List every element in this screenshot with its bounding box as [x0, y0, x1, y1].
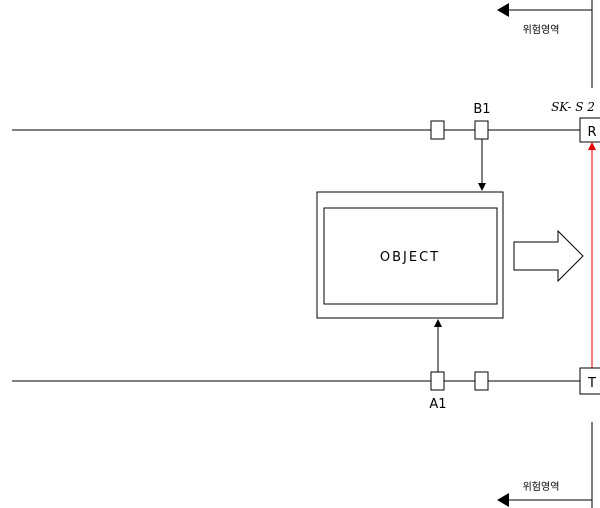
bottom-node-a1-label: A1	[429, 397, 446, 412]
top-node-b1-label: B1	[473, 102, 490, 117]
top-conveyor-node-1	[430, 120, 445, 140]
transmitter-box	[579, 367, 600, 395]
bottom-conveyor-node-2	[474, 371, 489, 391]
receiver-label: R	[587, 125, 596, 140]
transmitter-label: T	[587, 376, 596, 391]
danger-zone-bottom-label: 위험영역	[523, 480, 560, 493]
danger-zone-top-arrow-icon	[497, 3, 509, 17]
sensor-beam-arrow-icon	[588, 142, 596, 150]
sensor-name-label: SK- S 2	[551, 100, 595, 114]
bottom-node-a1	[430, 371, 445, 391]
receiver-box	[579, 117, 600, 143]
top-node-b1	[474, 120, 489, 140]
danger-zone-bottom: 위험영역	[497, 422, 593, 508]
danger-zone-top: 위험영역	[497, 0, 593, 88]
danger-zone-top-label: 위험영역	[523, 23, 560, 36]
object-label: OBJECT	[380, 250, 440, 265]
danger-zone-bottom-arrow-icon	[497, 493, 509, 507]
object-inner-frame	[323, 207, 498, 305]
movement-direction-arrow-icon	[513, 229, 584, 283]
